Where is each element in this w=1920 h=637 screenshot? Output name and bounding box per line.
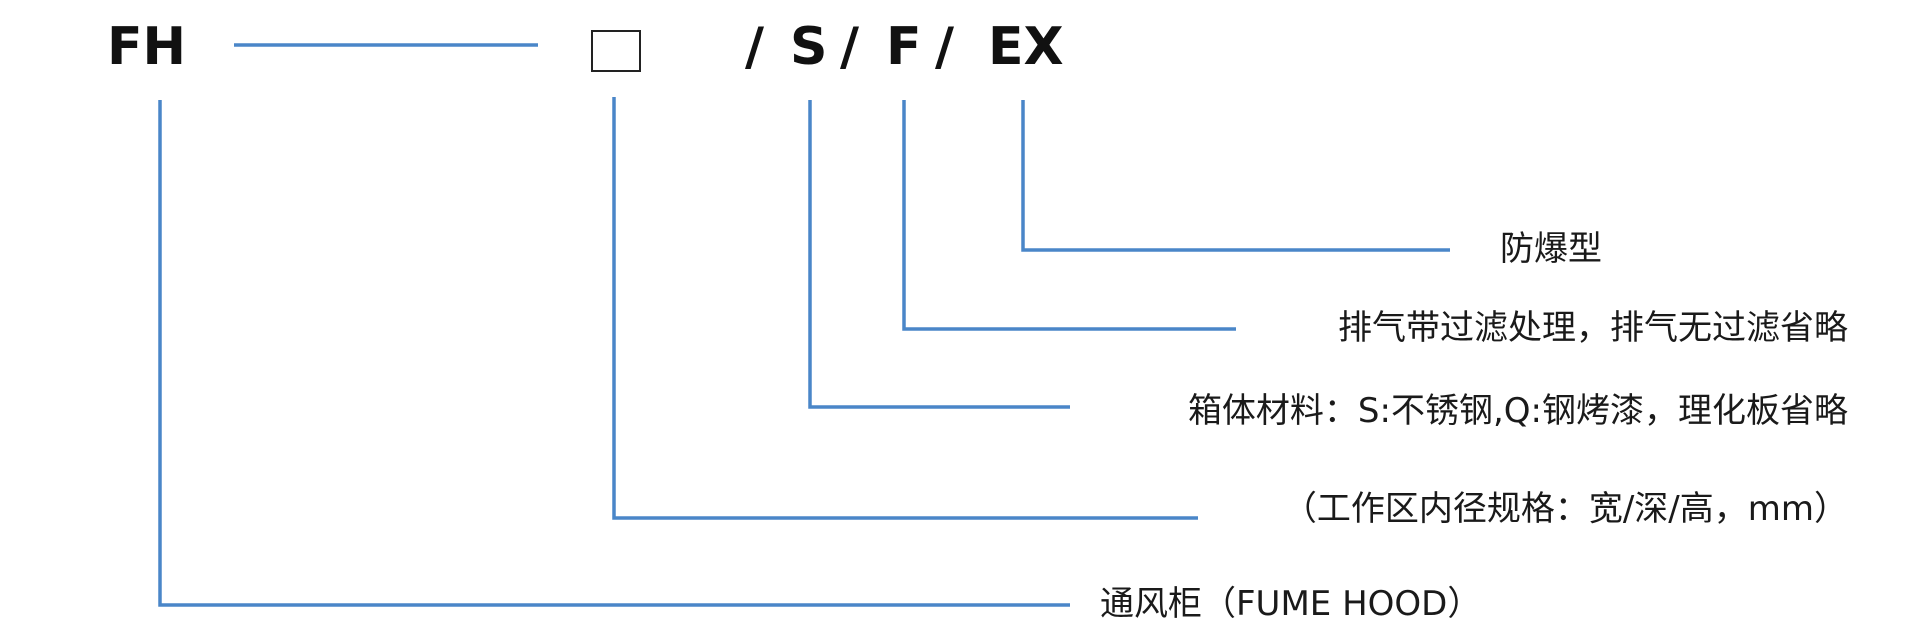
connector-exhaust-filter [902,100,1236,331]
label-exhaust-filter: 排气带过滤处理，排气无过滤省略 [1338,308,1848,348]
connector-explosion-proof [1021,100,1450,252]
label-work-area-size: （工作区内径规格：宽/深/高，mm） [1282,489,1848,529]
code-filter: F [886,17,922,77]
code-separator-1: / [745,17,764,77]
code-separator-2: / [840,17,859,77]
code-prefix: FH [107,17,187,77]
code-explosion: EX [988,17,1064,77]
connector-fume-hood [158,100,1070,607]
connector-work-area-size [612,97,1198,520]
label-fume-hood: 通风柜（FUME HOOD） [1100,584,1482,624]
code-material: S [790,17,828,77]
label-cabinet-material: 箱体材料：S:不锈钢,Q:钢烤漆，理化板省略 [1187,391,1848,431]
connector-cabinet-material [808,100,1070,409]
size-placeholder-box [591,30,641,72]
code-separator-3: / [935,17,954,77]
label-explosion-proof: 防爆型 [1500,229,1602,269]
